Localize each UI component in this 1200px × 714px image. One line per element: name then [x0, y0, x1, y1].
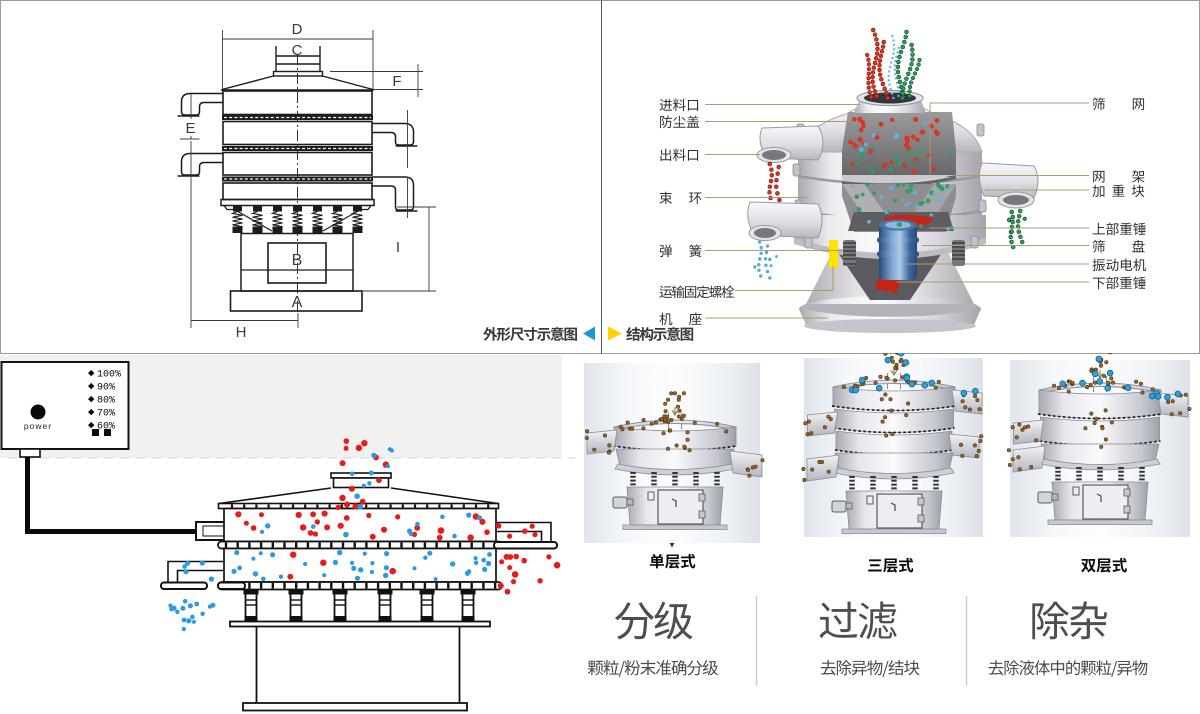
svg-text:I: I	[396, 239, 400, 256]
svg-text:100%: 100%	[97, 370, 121, 381]
svg-text:60%: 60%	[97, 422, 115, 433]
svg-text:power: power	[24, 421, 52, 431]
svg-text:D: D	[292, 21, 303, 38]
svg-text:F: F	[392, 73, 401, 90]
svg-text:B: B	[292, 252, 303, 269]
svg-text:A: A	[292, 294, 303, 311]
svg-text:C: C	[292, 42, 303, 59]
svg-text:70%: 70%	[97, 409, 115, 420]
svg-text:E: E	[185, 120, 195, 137]
svg-text:H: H	[236, 324, 247, 341]
svg-text:90%: 90%	[97, 383, 115, 394]
svg-text:80%: 80%	[97, 396, 115, 407]
